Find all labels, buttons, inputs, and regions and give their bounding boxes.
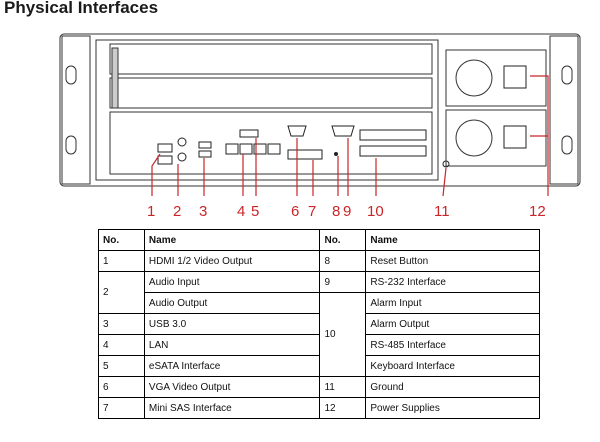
left-rack-ear (61, 35, 91, 185)
cell-name: Power Supplies (365, 397, 540, 419)
header-no-left: No. (98, 229, 145, 251)
cell-name: Keyboard Interface (365, 355, 540, 377)
usb-port-2 (198, 150, 212, 158)
callout-5: 5 (251, 203, 259, 220)
callout-12: 12 (529, 203, 546, 220)
right-ear-slot-top (561, 65, 573, 85)
lan-port-4 (267, 143, 281, 155)
callout-8: 8 (332, 203, 340, 220)
cell-no: 4 (98, 334, 145, 356)
io-board (109, 111, 433, 175)
left-ear-slot-top (65, 65, 77, 85)
hdmi-port-2 (157, 155, 173, 165)
callout-10: 10 (367, 203, 384, 220)
alarm-terminal-upper (359, 129, 427, 141)
cell-no: 9 (319, 271, 367, 293)
leader-1 (151, 153, 161, 196)
cell-no: 7 (98, 397, 145, 419)
main-board-frame (95, 39, 439, 181)
header-name-left: Name (143, 229, 321, 251)
alarm-terminal-lower (359, 145, 427, 157)
callout-3: 3 (199, 203, 207, 220)
slot-bracket (111, 47, 119, 109)
right-ear-slot-bottom (561, 135, 573, 155)
lan-port-3 (253, 143, 267, 155)
callout-2: 2 (173, 203, 181, 220)
cell-name: Alarm Output (365, 313, 540, 335)
rs232-port (331, 125, 355, 137)
cell-name: Reset Button (365, 250, 540, 272)
power-inlet-1 (503, 65, 527, 89)
table-row: 3 USB 3.0 Alarm Output (98, 313, 540, 335)
hdmi-port-1 (157, 143, 173, 153)
lan-port-2 (239, 143, 253, 155)
callout-7: 7 (308, 203, 316, 220)
table-header-row: No. Name No. Name (98, 229, 540, 251)
cell-name: eSATA Interface (143, 355, 321, 377)
cell-name: Ground (365, 376, 540, 398)
cell-name: RS-485 Interface (365, 334, 540, 356)
table-row: 5 eSATA Interface Keyboard Interface (98, 355, 540, 377)
cell-no: 10 (319, 292, 367, 377)
table-row: Audio Output 10 Alarm Input (99, 292, 540, 377)
callout-4: 4 (237, 203, 245, 220)
rear-panel-diagram: 1 2 3 4 5 6 7 8 9 10 11 12 (59, 33, 581, 220)
table-row: 2 Audio Input 9 RS-232 Interface (98, 271, 540, 314)
expansion-slot-1 (109, 43, 433, 75)
table-row: 6 VGA Video Output 11 Ground (98, 376, 540, 398)
table-row: 4 LAN RS-485 Interface (98, 334, 540, 356)
cell-no: 8 (319, 250, 367, 272)
cell-no: 12 (319, 397, 367, 419)
psu-fan-1 (455, 59, 493, 97)
power-supply-1 (445, 49, 547, 107)
cell-no: 1 (98, 250, 145, 272)
reset-button (334, 152, 338, 156)
audio-in-jack (177, 137, 187, 147)
cell-name: Audio Input (143, 271, 321, 293)
callout-11: 11 (434, 203, 450, 220)
leader-12 (530, 75, 549, 196)
interfaces-table: No. Name No. Name 1 HDMI 1/2 Video Outpu… (98, 229, 540, 419)
power-inlet-2 (503, 125, 527, 149)
chassis-outline (59, 33, 581, 187)
table-row: 1 HDMI 1/2 Video Output 8 Reset Button (98, 250, 540, 272)
callout-9: 9 (343, 203, 351, 220)
header-name-right: Name (365, 229, 540, 251)
cell-no: 6 (98, 376, 145, 398)
power-supply-2 (445, 109, 547, 167)
leader-11 (442, 167, 447, 197)
cell-name: VGA Video Output (143, 376, 321, 398)
cell-name: Mini SAS Interface (143, 397, 321, 419)
callout-6: 6 (291, 203, 299, 220)
psu-fan-2 (455, 119, 493, 157)
cell-no: 2 (98, 271, 145, 314)
cell-name: RS-232 Interface (365, 271, 540, 293)
mini-sas-port (287, 149, 323, 160)
audio-out-jack (177, 152, 187, 162)
page-title: Physical Interfaces (4, 0, 159, 17)
expansion-slot-2 (109, 77, 433, 109)
right-rack-ear (549, 35, 579, 185)
cell-no: 3 (98, 313, 145, 335)
usb-port-1 (198, 141, 212, 149)
cell-no: 5 (98, 355, 145, 377)
cell-name: Audio Output (143, 292, 321, 314)
lan-port-1 (225, 143, 239, 155)
esata-port (239, 129, 259, 138)
cell-name: Alarm Input (365, 292, 540, 314)
vga-port (287, 125, 307, 137)
header-no-right: No. (319, 229, 367, 251)
cell-name: LAN (143, 334, 321, 356)
table-row: 7 Mini SAS Interface 12 Power Supplies (98, 397, 540, 419)
cell-no: 11 (319, 376, 367, 398)
cell-name: USB 3.0 (143, 313, 321, 335)
left-ear-slot-bottom (65, 135, 77, 155)
callout-1: 1 (147, 203, 155, 220)
cell-name: HDMI 1/2 Video Output (143, 250, 321, 272)
